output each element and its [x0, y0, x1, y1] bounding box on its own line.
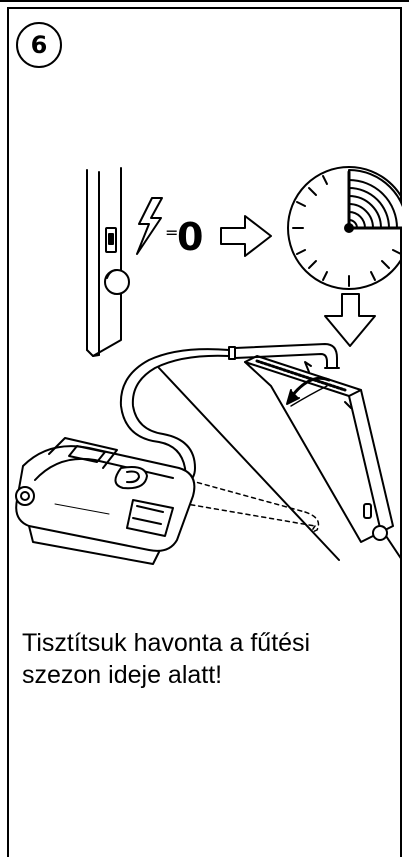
wall-switch-unit: [86, 167, 130, 357]
arrow-right-icon: [220, 215, 272, 257]
step-number: 6: [30, 31, 48, 59]
power-zero: 0: [177, 215, 203, 259]
caption-line-1: Tisztítsuk havonta a fűtési: [22, 629, 311, 657]
instruction-caption: Tisztítsuk havonta a fűtési szezon ideje…: [22, 627, 394, 691]
clock-icon: [287, 166, 402, 290]
caption-line-2: szezon ideje alatt!: [22, 661, 223, 689]
equals-sign: =: [165, 223, 178, 242]
vacuum-cleaner-icon: [15, 437, 196, 565]
step-number-badge: 6: [16, 22, 62, 68]
cleaning-illustration: = 0: [15, 166, 402, 565]
page-frame: [7, 7, 402, 857]
heater-panel-icon: [244, 355, 394, 543]
top-rule: [0, 0, 409, 2]
arrow-down-icon: [324, 293, 376, 347]
lightning-icon: [136, 197, 163, 255]
